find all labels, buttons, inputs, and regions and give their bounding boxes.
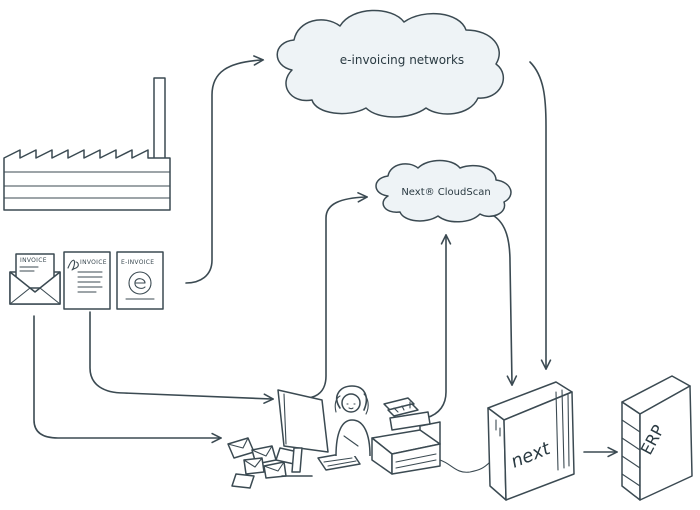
factory-icon <box>3 77 171 211</box>
computer-workstation-icon <box>277 389 361 477</box>
e-invoice-seal-icon <box>128 271 152 295</box>
e-invoicing-networks-label: e-invoicing networks <box>340 53 464 67</box>
paper-invoice-envelope: INVOICE <box>9 253 61 305</box>
doc-label-invoice-2: INVOICE <box>80 259 107 266</box>
doc-label-invoice-1: INVOICE <box>20 257 47 264</box>
office-worker-icon <box>334 385 371 457</box>
next-cloudscan-label: Next® CloudScan <box>401 187 490 198</box>
arrow-paper-to-mailroom <box>33 315 220 438</box>
arrow-pdf-to-computer <box>89 311 272 399</box>
pdf-invoice-document: INVOICE <box>63 251 111 310</box>
next-server-icon: next <box>487 381 575 501</box>
scanner-copier-icon <box>371 397 491 475</box>
e-invoicing-networks-cloud: e-invoicing networks <box>276 9 505 118</box>
doc-label-e-invoice: E-INVOICE <box>121 259 154 266</box>
e-invoice-document: E-INVOICE <box>116 251 164 310</box>
arrow-networks-to-server <box>529 61 546 368</box>
arrow-documents-to-networks <box>185 60 262 284</box>
erp-server-icon: ERP <box>621 375 693 501</box>
arrow-scanner-to-cloudscan <box>425 236 446 419</box>
arrow-cloudscan-to-server <box>493 215 512 384</box>
next-cloudscan-cloud: Next® CloudScan <box>375 159 512 223</box>
pdf-logo-icon <box>67 259 79 271</box>
arrow-computer-to-cloudscan <box>307 197 366 399</box>
